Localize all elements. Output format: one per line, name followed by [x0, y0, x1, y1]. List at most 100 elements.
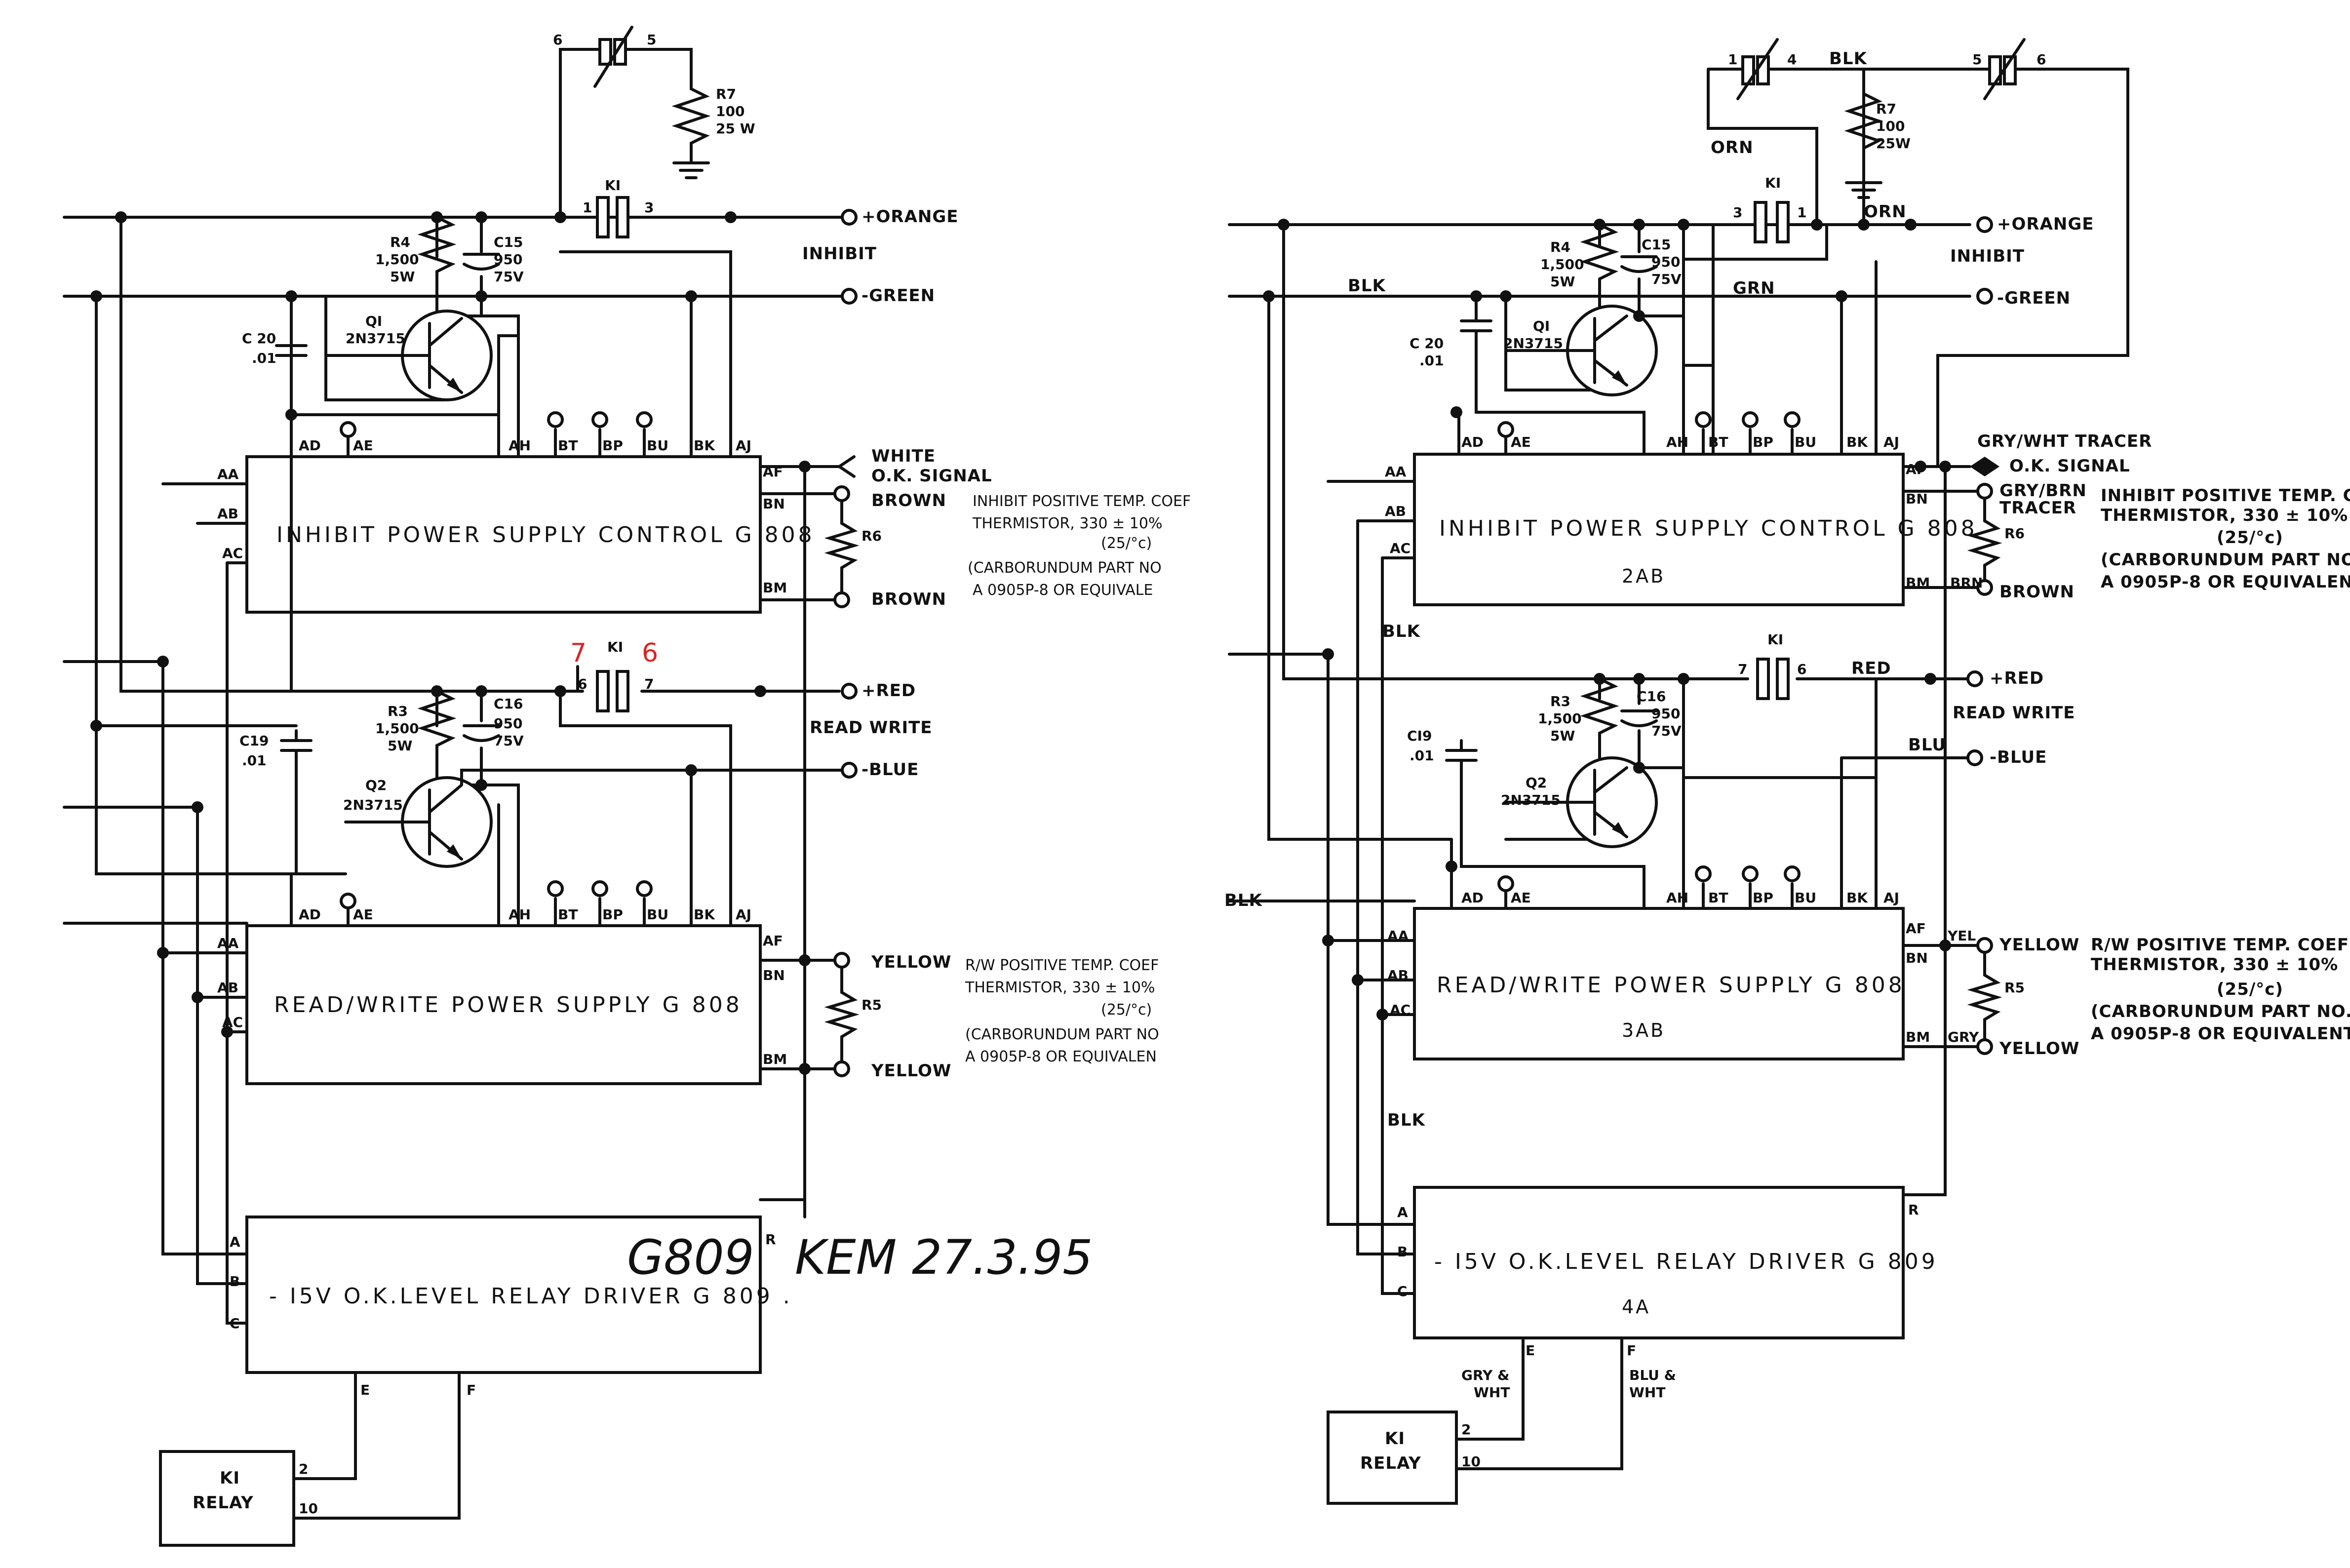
r-k1-mid-pin-6: 6 — [1797, 661, 1806, 677]
left-orange-terminal[interactable] — [841, 209, 858, 226]
handwritten-g809: G809 — [627, 1230, 754, 1285]
left-ok-signal-label: O.K. SIGNAL — [871, 466, 992, 486]
handwritten-initials-date: KEM 27.3.95 — [795, 1230, 1093, 1285]
svg-text:E: E — [1526, 1342, 1535, 1359]
svg-text:A 0905P-8 OR EQUIVALEN: A 0905P-8 OR EQUIVALEN — [965, 1048, 1157, 1065]
svg-text:C: C — [230, 1315, 240, 1332]
svg-text:BU: BU — [1795, 434, 1816, 450]
svg-text:(CARBORUNDUM PART NO: (CARBORUNDUM PART NO — [965, 1026, 1159, 1043]
left-c20-capacitor — [275, 339, 308, 416]
svg-text:BM: BM — [1906, 1029, 1930, 1045]
left-rw-right-pins: AF BN BM — [763, 933, 787, 1067]
r-red-label: +RED — [1990, 668, 2044, 688]
r-c20-value: .01 — [1419, 353, 1444, 369]
svg-text:F: F — [1627, 1342, 1636, 1359]
svg-text:BT: BT — [1708, 434, 1728, 450]
r-yellow-label-1: YELLOW — [1999, 935, 2079, 955]
r-gry-wht-tracer-label: GRY/WHT TRACER — [1977, 431, 2152, 451]
left-c15-label: C15 — [494, 234, 523, 250]
r-brn-wire-label: BRN — [1950, 575, 1983, 591]
r-c15-label: C15 — [1642, 236, 1671, 253]
r-r4-value: 1,500 — [1540, 256, 1584, 273]
r-top-coil-1-slash — [1736, 38, 1779, 100]
r-yel-wire-label: YEL — [1947, 928, 1976, 944]
left-k1-mid-pin-6: 6 — [578, 676, 587, 692]
r-k1-relay-label-1: KI — [1385, 1429, 1405, 1449]
r-yellow-label-2: YELLOW — [1999, 1039, 2079, 1058]
svg-text:AC: AC — [222, 545, 243, 561]
svg-text:AE: AE — [353, 437, 373, 454]
r-top-coil-2-slash — [1983, 38, 2026, 100]
r-green-terminal[interactable] — [1976, 288, 1993, 305]
left-c19-label: C19 — [239, 733, 269, 749]
left-c20-label: C 20 — [242, 330, 276, 347]
r-c16-label: C16 — [1637, 688, 1666, 705]
r-r3-power: 5W — [1550, 728, 1575, 744]
r-r7-label: R7 — [1876, 101, 1896, 117]
left-r4-resistor — [417, 216, 457, 298]
svg-text:(CARBORUNDUM PART NO: (CARBORUNDUM PART NO — [968, 559, 1162, 577]
svg-text:BN: BN — [763, 967, 785, 983]
left-r3-power: 5W — [388, 738, 412, 754]
left-green-label: -GREEN — [862, 286, 935, 306]
left-k1-contact-a — [596, 196, 610, 238]
svg-text:AC: AC — [1390, 540, 1410, 556]
left-r7-resistor — [671, 87, 711, 164]
svg-text:BM: BM — [763, 1051, 787, 1067]
svg-text:AH: AH — [1666, 890, 1688, 906]
r-orange-terminal[interactable] — [1976, 216, 1993, 233]
r-k1-mid-contact-b — [1776, 658, 1790, 700]
svg-text:AB: AB — [217, 506, 238, 522]
left-inhibit-left-pins: AA AB AC — [217, 466, 243, 561]
svg-text:AJ: AJ — [1883, 890, 1899, 906]
svg-text:A: A — [1397, 1204, 1408, 1220]
r-grn-label: GRN — [1733, 278, 1775, 298]
svg-text:BT: BT — [558, 437, 578, 454]
svg-text:BT: BT — [1708, 890, 1728, 906]
left-top-coil-a — [598, 38, 612, 66]
r-q1-leads — [1504, 314, 1628, 387]
r-ok-signal-label: O.K. SIGNAL — [2009, 456, 2130, 476]
r-c19-value: .01 — [1410, 747, 1434, 764]
left-r6-label: R6 — [862, 528, 882, 544]
r-gry-wire-label: GRY — [1948, 1029, 1979, 1045]
left-red-annotation-7: 7 — [570, 638, 587, 668]
left-readwrite-label: READ WRITE — [810, 718, 933, 738]
svg-text:(25/°c): (25/°c) — [2217, 528, 2283, 548]
svg-text:A 0905P-8 OR EQUIVALENT): A 0905P-8 OR EQUIVALENT) — [2091, 1024, 2350, 1044]
r-q2-part: 2N3715 — [1501, 792, 1561, 808]
left-red-annotation-6: 6 — [642, 638, 658, 668]
left-c15-voltage: 75V — [494, 269, 524, 285]
left-brown-label-2: BROWN — [871, 589, 946, 609]
svg-text:AD: AD — [1461, 890, 1484, 906]
left-r3-resistor — [417, 690, 457, 767]
r-coil1-pin-4: 4 — [1787, 51, 1797, 68]
svg-text:10: 10 — [1461, 1453, 1481, 1470]
read-write-power-supply-block — [245, 924, 762, 1085]
svg-text:BP: BP — [1753, 890, 1773, 906]
left-q1-emitter-arrow — [447, 378, 462, 392]
left-top-coil-pin-6: 6 — [553, 32, 562, 48]
svg-text:BK: BK — [694, 437, 715, 454]
r-inhibit-thermistor-note: INHIBIT POSITIVE TEMP. COEFF THERMISTOR,… — [2101, 486, 2350, 592]
relay-driver-block — [245, 1215, 762, 1374]
svg-text:R: R — [765, 1231, 776, 1248]
r-c19-label: CI9 — [1407, 728, 1432, 744]
left-r4-label: R4 — [390, 234, 410, 250]
r-q2-emitter-arrow — [1612, 822, 1627, 837]
r-rw-left-pins: AA AB AC — [1387, 928, 1410, 1018]
svg-text:BK: BK — [1846, 890, 1868, 906]
svg-text:AH: AH — [1666, 434, 1688, 450]
left-top-coil-b — [613, 38, 627, 66]
left-green-terminal[interactable] — [841, 288, 858, 305]
svg-text:A 0905P-8 OR EQUIVALENT: A 0905P-8 OR EQUIVALENT — [2101, 572, 2350, 592]
left-c16-voltage: 75V — [494, 733, 524, 749]
left-red-label: +RED — [862, 681, 916, 701]
svg-text:B: B — [230, 1273, 240, 1290]
svg-text:A: A — [230, 1234, 240, 1250]
r-junction-dots — [1263, 219, 1951, 1020]
left-r3-value: 1,500 — [375, 720, 419, 737]
left-r4-value: 1,500 — [375, 251, 419, 268]
svg-text:AF: AF — [763, 933, 783, 949]
